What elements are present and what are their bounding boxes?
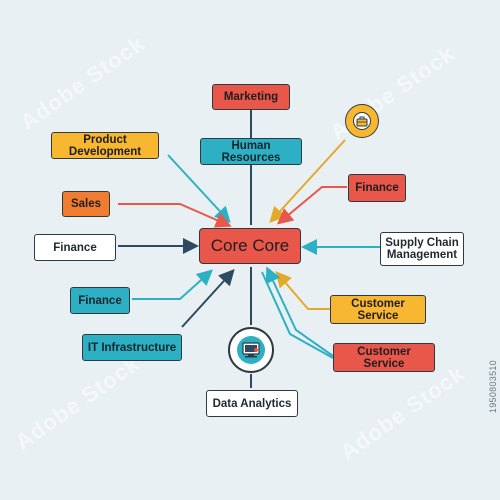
computer-icon bbox=[228, 327, 274, 373]
node-product-development: Product Development bbox=[51, 132, 159, 159]
node-it-infrastructure: IT Infrastructure bbox=[82, 334, 182, 361]
node-marketing: Marketing bbox=[212, 84, 290, 110]
node-core: Core Core bbox=[199, 228, 301, 264]
stock-id-watermark: 1950803510 bbox=[488, 360, 498, 414]
connector-finance-teal bbox=[132, 269, 213, 300]
node-finance-left: Finance bbox=[34, 234, 116, 261]
connector-customer-service-yellow bbox=[275, 270, 330, 310]
connector-customer-service-red-2 bbox=[261, 271, 334, 359]
node-finance-right: Finance bbox=[348, 174, 406, 202]
node-supply-chain: Supply Chain Management bbox=[380, 232, 464, 266]
connector-briefcase bbox=[269, 139, 346, 223]
connector-sales bbox=[118, 203, 232, 228]
node-human-resources: Human Resources bbox=[200, 138, 302, 165]
connector-it bbox=[181, 269, 235, 328]
connector-product-development bbox=[167, 154, 231, 223]
connector-finance-right bbox=[276, 186, 347, 225]
node-sales: Sales bbox=[62, 191, 110, 217]
node-customer-service-yellow: Customer Service bbox=[330, 295, 426, 324]
node-finance-teal: Finance bbox=[70, 287, 130, 314]
node-customer-service-red: Customer Service bbox=[333, 343, 435, 372]
briefcase-icon bbox=[345, 104, 379, 138]
node-data-analytics: Data Analytics bbox=[206, 390, 298, 417]
connector-customer-service-red bbox=[265, 266, 334, 357]
